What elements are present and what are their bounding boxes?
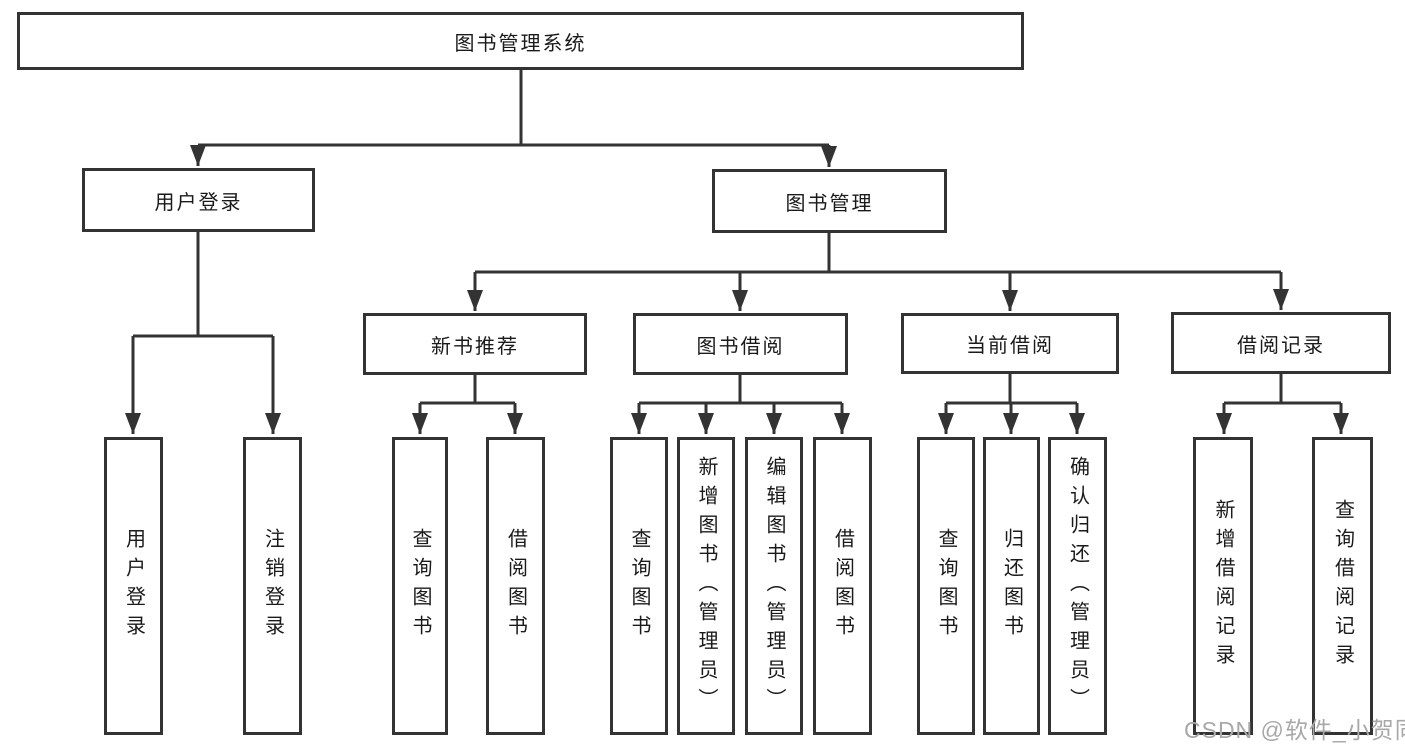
- node-new-book-recommend: 新书推荐: [363, 313, 587, 375]
- leaf-confirm-return-admin: 确认归还（管理员）: [1048, 437, 1107, 735]
- node-book-management: 图书管理: [712, 169, 947, 233]
- leaf-query-borrow-record: 查询借阅记录: [1312, 437, 1373, 735]
- leaf-borrow-books-recommend: 借阅图书: [486, 437, 545, 735]
- leaf-return-books: 归还图书: [983, 437, 1040, 735]
- leaf-user-login: 用户登录: [104, 437, 163, 735]
- node-user-login: 用户登录: [82, 168, 315, 232]
- leaf-query-books-recommend: 查询图书: [392, 437, 448, 735]
- leaf-query-books-borrow: 查询图书: [610, 437, 668, 735]
- leaf-query-books-current: 查询图书: [917, 437, 975, 735]
- leaf-add-borrow-record: 新增借阅记录: [1193, 437, 1253, 735]
- leaf-borrow-books-borrow: 借阅图书: [813, 437, 872, 735]
- node-borrow-records: 借阅记录: [1171, 312, 1391, 374]
- leaf-edit-books-admin: 编辑图书（管理员）: [745, 437, 803, 735]
- leaf-add-books-admin: 新增图书（管理员）: [677, 437, 735, 735]
- leaf-logout-login: 注销登录: [243, 437, 302, 735]
- node-current-borrow: 当前借阅: [901, 313, 1119, 374]
- csdn-watermark: CSDN @软件_小贺同学: [1184, 717, 1405, 743]
- node-book-borrow: 图书借阅: [633, 313, 848, 375]
- node-library-system: 图书管理系统: [17, 12, 1024, 70]
